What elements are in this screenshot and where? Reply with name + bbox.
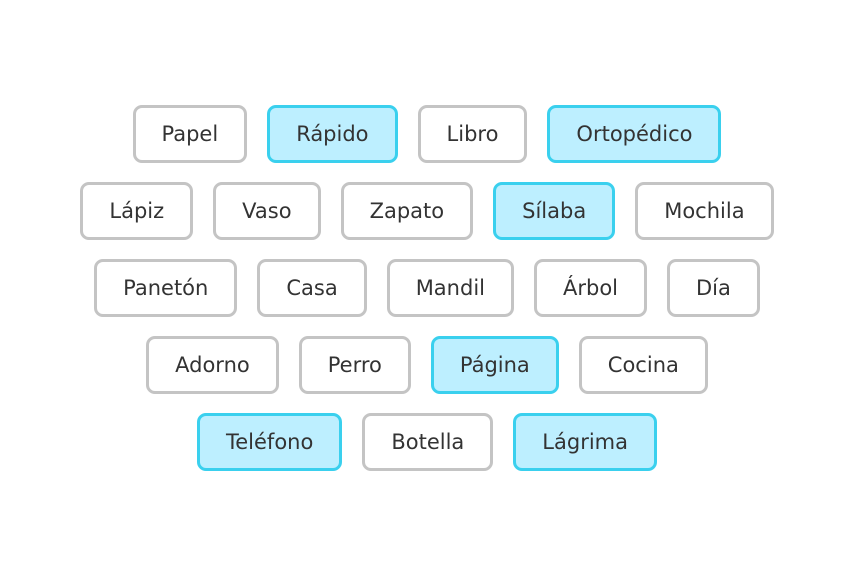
word-chip-mandil[interactable]: Mandil xyxy=(386,259,514,317)
word-chip-silaba[interactable]: Sílaba xyxy=(493,182,616,240)
word-chip-vaso[interactable]: Vaso xyxy=(213,182,321,240)
word-chip-libro[interactable]: Libro xyxy=(417,105,528,163)
word-chip-papel[interactable]: Papel xyxy=(132,105,248,163)
word-chip-rapido[interactable]: Rápido xyxy=(267,105,398,163)
word-chip-perro[interactable]: Perro xyxy=(298,336,411,394)
word-chip-zapato[interactable]: Zapato xyxy=(340,182,474,240)
word-chip-telefono[interactable]: Teléfono xyxy=(197,413,343,471)
word-chip-casa[interactable]: Casa xyxy=(257,259,367,317)
word-row-5: Teléfono Botella Lágrima xyxy=(0,413,854,471)
word-chip-ortopedico[interactable]: Ortopédico xyxy=(547,105,722,163)
word-chip-adorno[interactable]: Adorno xyxy=(146,336,279,394)
word-chip-lagrima[interactable]: Lágrima xyxy=(513,413,657,471)
word-chip-botella[interactable]: Botella xyxy=(362,413,494,471)
word-chip-mochila[interactable]: Mochila xyxy=(635,182,774,240)
word-row-1: Papel Rápido Libro Ortopédico xyxy=(0,105,854,163)
word-chip-cocina[interactable]: Cocina xyxy=(578,336,708,394)
word-chip-dia[interactable]: Día xyxy=(667,259,760,317)
word-row-2: Lápiz Vaso Zapato Sílaba Mochila xyxy=(0,182,854,240)
word-chip-pagina[interactable]: Página xyxy=(430,336,559,394)
word-chip-arbol[interactable]: Árbol xyxy=(533,259,647,317)
word-row-4: Adorno Perro Página Cocina xyxy=(0,336,854,394)
word-chip-paneton[interactable]: Panetón xyxy=(94,259,238,317)
word-chip-lapiz[interactable]: Lápiz xyxy=(80,182,194,240)
word-row-3: Panetón Casa Mandil Árbol Día xyxy=(0,259,854,317)
